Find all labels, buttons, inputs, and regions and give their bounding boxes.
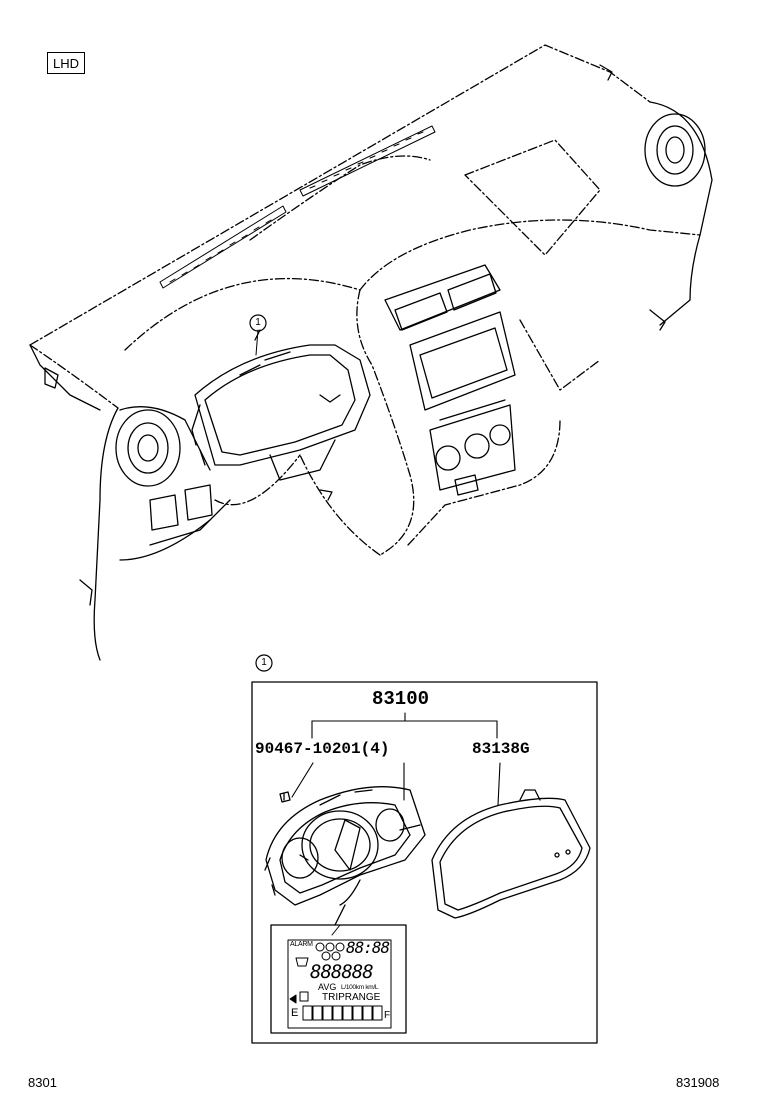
callout-detail-circle bbox=[255, 654, 273, 672]
variant-tag: LHD bbox=[47, 52, 85, 74]
lcd-indicator-icons bbox=[289, 942, 345, 1004]
footer-page-left: 8301 bbox=[28, 1075, 57, 1090]
lcd-display-frame bbox=[270, 924, 407, 1034]
bracket-lines bbox=[291, 712, 501, 806]
footer-page-right: 831908 bbox=[676, 1075, 720, 1090]
part-number-assembly: 83100 bbox=[372, 688, 430, 710]
cluster-in-dash bbox=[191, 329, 371, 481]
lcd-clock: 88:88 bbox=[346, 938, 390, 957]
detail-frame bbox=[251, 681, 598, 1044]
part-number-glass: 83138G bbox=[472, 740, 530, 758]
callout-main-number: 1 bbox=[255, 317, 261, 328]
cluster-assembly bbox=[264, 786, 426, 926]
screw-part bbox=[279, 791, 291, 803]
callout-detail-number: 1 bbox=[261, 657, 267, 668]
callout-main-circle bbox=[249, 314, 267, 332]
lcd-top-row: ALARM bbox=[290, 941, 313, 948]
defroster-vents bbox=[159, 125, 436, 289]
meter-glass bbox=[431, 789, 591, 919]
center-console bbox=[319, 264, 516, 501]
lcd-fuel-empty: E bbox=[291, 1007, 299, 1019]
fuel-bar-gauge bbox=[302, 1005, 383, 1021]
lcd-fuel-full: F bbox=[384, 1010, 391, 1021]
leader-main bbox=[255, 329, 259, 356]
part-number-screw: 90467-10201(4) bbox=[255, 740, 390, 758]
lcd-digits: 888888 bbox=[310, 961, 374, 983]
dashboard-outline bbox=[29, 44, 701, 556]
lcd-avg-units: L/100km km/L bbox=[341, 984, 379, 991]
lcd-trip-label: TRIPRANGE bbox=[322, 992, 381, 1003]
left-dash-panel bbox=[29, 344, 231, 661]
lcd-avg-label: AVG bbox=[318, 982, 337, 992]
right-dash-panel bbox=[599, 64, 713, 331]
